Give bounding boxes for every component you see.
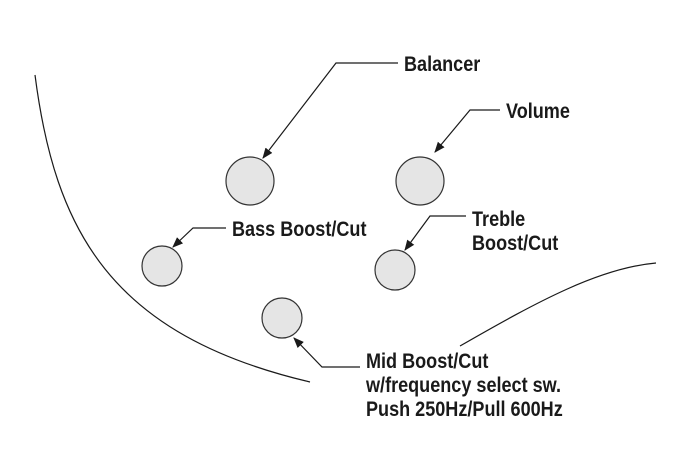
mid-label: Mid Boost/Cut w/frequency select sw. Pus… — [366, 350, 563, 422]
mid-label-line1: Mid Boost/Cut — [366, 350, 489, 373]
body-outline-right — [459, 262, 657, 347]
mid-label-line3: Push 250Hz/Pull 600Hz — [366, 398, 563, 421]
volume-label: Volume — [506, 100, 570, 124]
treble-leader — [404, 215, 466, 251]
mid-label-line2: w/frequency select sw. — [366, 374, 562, 397]
treble-label-line2: Boost/Cut — [472, 232, 559, 255]
volume-knob — [395, 156, 445, 206]
bass-leader — [172, 227, 226, 248]
treble-knob — [374, 249, 416, 291]
balancer-label-text: Balancer — [404, 53, 481, 76]
bass-label-text: Bass Boost/Cut — [232, 218, 367, 241]
bass-label: Bass Boost/Cut — [232, 218, 366, 242]
mid-knob — [261, 297, 303, 339]
volume-leader — [434, 109, 500, 153]
bass-knob — [141, 245, 183, 287]
treble-label: Treble Boost/Cut — [472, 208, 558, 256]
balancer-knob — [225, 156, 275, 206]
volume-label-text: Volume — [506, 100, 570, 123]
treble-label-line1: Treble — [472, 208, 526, 231]
mid-leader — [293, 337, 360, 368]
balancer-leader — [262, 62, 398, 159]
body-outline-left — [34, 74, 311, 383]
balancer-label: Balancer — [404, 53, 480, 77]
